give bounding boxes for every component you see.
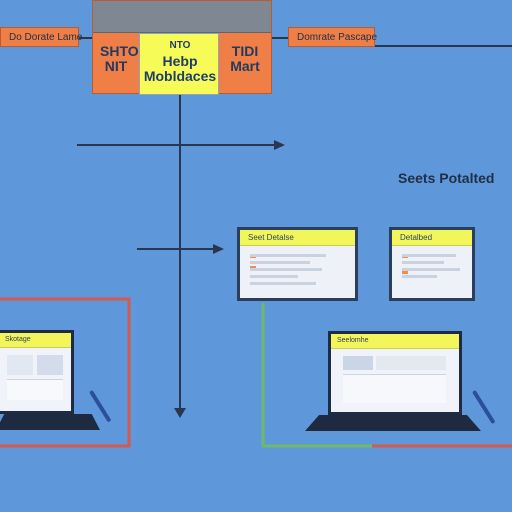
center-module-card: NTO Hebp Mobldaces	[139, 33, 219, 95]
window-right-row-3	[402, 268, 460, 271]
laptop-right-panel-3	[343, 374, 446, 403]
window-right-header: Detalbed	[392, 230, 472, 246]
window-left: Seet Detalse	[237, 227, 358, 301]
window-left-row-3	[250, 268, 322, 271]
laptop-right-panel-2	[376, 356, 446, 370]
top-right-label-box: Domrate Pascape	[288, 27, 378, 47]
center-top-label: NTO	[169, 40, 191, 51]
window-left-row-4	[250, 275, 298, 278]
laptop-right-base	[305, 415, 481, 431]
window-left-row-1	[250, 254, 326, 257]
middle-horizontal-arrowhead	[213, 244, 224, 254]
window-left-header: Seet Detalse	[240, 230, 355, 246]
laptop-left-base	[0, 414, 100, 430]
laptop-right: Seelomhe	[305, 331, 505, 441]
window-right: Detalbed	[389, 227, 475, 301]
window-right-row-4	[402, 275, 437, 278]
center-module: SHTO NIT NTO Hebp Mobldaces TIDI Mart	[92, 0, 272, 95]
laptop-left-panel	[7, 355, 33, 375]
laptop-right-title: Seelomhe	[337, 337, 369, 344]
laptop-left-header: Skotage	[0, 333, 71, 348]
window-left-title: Seet Detalse	[248, 233, 294, 242]
section-heading: Seets Potalted	[398, 170, 495, 186]
top-horizontal-arrowhead	[274, 140, 285, 150]
laptop-right-header: Seelomhe	[331, 334, 459, 349]
window-right-title: Detalbed	[400, 233, 433, 242]
left-block-label: SHTO NIT	[100, 43, 139, 74]
top-left-label: Do Dorate Lame	[9, 32, 83, 43]
window-left-row-5	[250, 282, 316, 285]
green-connector	[261, 303, 372, 448]
laptop-left-panel-2	[37, 355, 63, 375]
top-right-label: Domrate Pascape	[297, 32, 378, 43]
window-right-row-2	[402, 261, 444, 264]
right-module-block: TIDI Mart	[219, 33, 271, 94]
window-left-row-2	[250, 261, 310, 264]
laptop-right-panel	[343, 356, 373, 370]
laptop-left-panel-3	[7, 379, 63, 400]
laptop-right-screen: Seelomhe	[328, 331, 462, 415]
laptop-right-stroke	[472, 389, 496, 425]
left-module-block: SHTO NIT	[93, 33, 139, 94]
left-frame-line	[0, 297, 131, 448]
laptop-left-title: Skotage	[5, 336, 31, 343]
laptop-left: Skotage	[0, 330, 120, 440]
center-module-header	[93, 1, 271, 33]
laptop-left-screen: Skotage	[0, 330, 74, 414]
top-left-label-box: Do Dorate Lame	[0, 27, 83, 47]
right-block-label: TIDI Mart	[230, 43, 260, 74]
window-right-accent-2	[402, 270, 408, 274]
window-right-row-1	[402, 254, 456, 257]
center-main-label: Hebp Mobldaces	[143, 53, 217, 84]
main-vertical-arrowhead	[174, 408, 186, 418]
